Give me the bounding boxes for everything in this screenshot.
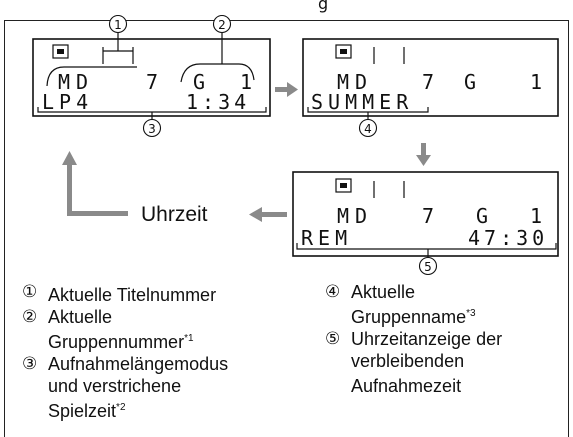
uhrzeit-label: Uhrzeit [141, 203, 208, 226]
disc-icon [335, 44, 352, 59]
display-first: MD 7 G 1 LP4 1:34 [32, 32, 271, 120]
return-arrow-icon [62, 151, 128, 216]
second-line1-group: 1 [530, 70, 542, 94]
figure-frame [4, 20, 569, 437]
svg-text:3: 3 [148, 122, 156, 136]
svg-text:1: 1 [114, 18, 122, 32]
callout-2: 2 [212, 14, 232, 34]
svg-text:5: 5 [424, 260, 432, 274]
first-line2-left: LP4 [42, 90, 93, 114]
arrow-right-icon [275, 82, 298, 97]
third-line1-group: 1 [530, 204, 542, 228]
display-third-outline [292, 171, 559, 257]
disc-icon [52, 44, 69, 59]
legend-num-4: ④ [325, 282, 341, 301]
legend-item-4: ④ Aktuelle Gruppenname*3 [325, 281, 565, 328]
callout-1: 1 [108, 14, 128, 34]
second-line2: SUMMER [311, 90, 413, 114]
legend-text-4: Aktuelle Gruppenname*3 [351, 282, 476, 327]
legend-num-5: ⑤ [325, 329, 341, 348]
first-line1-track: 7 [146, 70, 158, 94]
display-second: MD 7 G 1 SUMMER [302, 38, 559, 120]
legend-left: ① Aktuelle Titelnummer ② Aktuelle Gruppe… [22, 281, 282, 422]
top-fragment-text: g [318, 0, 328, 13]
second-line1-track: 7 [422, 70, 434, 94]
arrow-down-icon [416, 143, 431, 166]
legend-item-5: ⑤ Uhrzeitanzeige der verbleibenden Aufna… [325, 328, 565, 397]
svg-text:2: 2 [218, 18, 226, 32]
legend-right: ④ Aktuelle Gruppenname*3 ⑤ Uhrzeitanzeig… [325, 281, 565, 397]
legend-item-2: ② Aktuelle Gruppennummer*1 [22, 306, 282, 353]
third-line2-right: 47:30 [468, 226, 548, 250]
disc-icon [335, 178, 352, 193]
third-line1-g: G [476, 204, 488, 228]
legend-num-2: ② [22, 307, 38, 326]
first-line1-left: MD [58, 70, 94, 94]
third-line1-left: MD [337, 204, 373, 228]
third-line2-left: REM [301, 226, 352, 250]
legend-num-3: ③ [22, 354, 38, 373]
legend-text-5: Uhrzeitanzeige der verbleibenden Aufnahm… [351, 329, 503, 396]
legend-text-1: Aktuelle Titelnummer [48, 285, 217, 305]
arrow-left-icon [249, 207, 287, 222]
first-line1-group: 1 [240, 70, 252, 94]
second-line1-g: G [464, 70, 476, 94]
third-line1-track: 7 [422, 204, 434, 228]
legend-num-1: ① [22, 282, 38, 301]
legend-text-3: Aufnahmelängemodus und verstrichene Spie… [48, 354, 229, 421]
second-line1-left: MD [337, 70, 373, 94]
first-line1-g: G [193, 70, 205, 94]
callout-4: 4 [358, 118, 378, 138]
legend-item-1: ① Aktuelle Titelnummer [22, 281, 282, 306]
callout-3: 3 [142, 118, 162, 138]
display-third: MD 7 G 1 REM 47:30 [292, 171, 559, 257]
svg-text:4: 4 [364, 122, 372, 136]
legend-text-2: Aktuelle Gruppennummer*1 [48, 307, 194, 352]
callout-5: 5 [418, 256, 438, 276]
first-line2-right: 1:34 [186, 90, 250, 114]
legend-item-3: ③ Aufnahmelängemodus und verstrichene Sp… [22, 353, 282, 422]
